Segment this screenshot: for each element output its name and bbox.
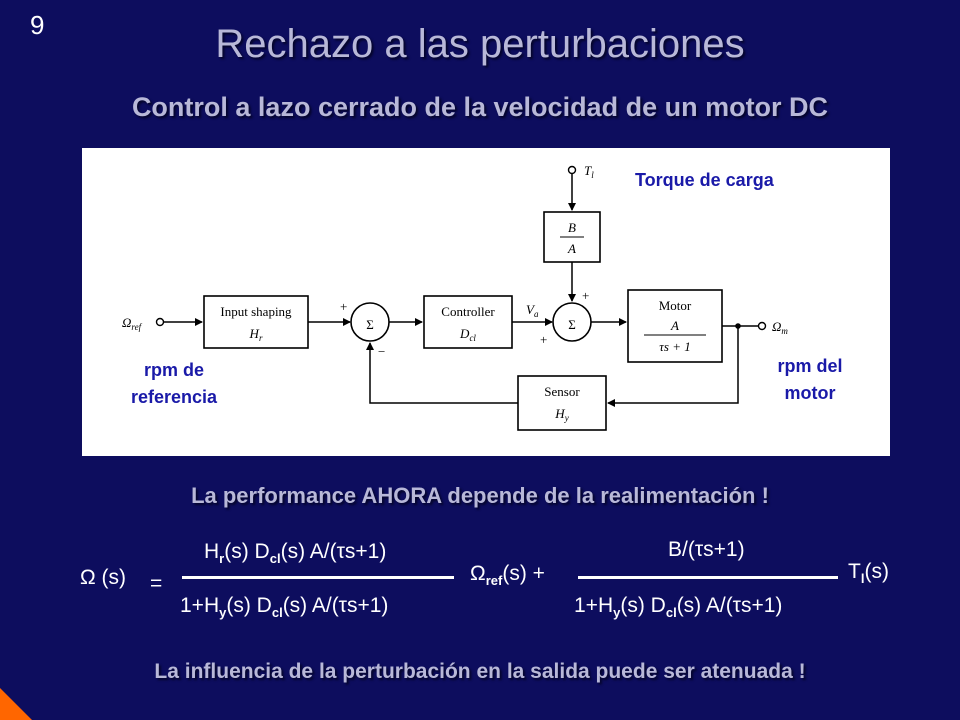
load-gain-den: A <box>567 241 576 256</box>
corner-accent-triangle <box>0 688 32 720</box>
term2-denominator: 1+Hy(s) Dcl(s) A/(τs+1) <box>574 594 783 621</box>
slide-number: 9 <box>30 10 45 40</box>
feedback-to-sensor-line <box>607 326 739 407</box>
motor-annotation-line1: rpm del <box>777 356 842 376</box>
slide-subtitle: Control a lazo cerrado de la velocidad d… <box>131 92 829 122</box>
input-signal-label: Ωref <box>122 315 143 332</box>
term2-fraction-bar <box>578 576 838 579</box>
load-terminal <box>567 165 577 175</box>
sensor-tf: Hy <box>554 406 568 423</box>
ref-annotation-line2: referencia <box>131 387 218 407</box>
va-label: Va <box>526 302 539 319</box>
controller-tf: Dcl <box>459 326 476 343</box>
load-signal-label: Tl <box>584 163 594 180</box>
equation-equals: = <box>150 572 163 595</box>
sensor-to-sum1-line <box>366 342 518 404</box>
torque-annotation: Torque de carga <box>635 170 775 190</box>
motor-den: τs + 1 <box>659 339 690 354</box>
block-diagram-panel: Ωref Input shaping Hr Σ + − Controller D… <box>82 148 890 456</box>
sum2-symbol: Σ <box>568 317 576 332</box>
footer-note: La influencia de la perturbación en la s… <box>154 660 806 683</box>
motor-annotation-line2: motor <box>785 383 836 403</box>
block-diagram: Ωref Input shaping Hr Σ + − Controller D… <box>122 163 843 431</box>
input-shaping-tf: Hr <box>249 326 263 343</box>
motor-title: Motor <box>659 298 692 313</box>
sum1-symbol: Σ <box>366 317 374 332</box>
equation-lhs: Ω (s) <box>80 566 127 589</box>
ref-annotation-line1: rpm de <box>144 360 204 380</box>
load-gain-num: B <box>568 220 576 235</box>
sensor-title: Sensor <box>544 384 580 399</box>
motor-num: A <box>670 318 679 333</box>
input-shaping-title: Input shaping <box>220 304 292 319</box>
term1-multiplier: Ωref(s) + <box>470 562 545 589</box>
term1-numerator: Hr(s) Dcl(s) A/(τs+1) <box>204 540 387 567</box>
sum2-plus-left: + <box>540 332 547 347</box>
term2-multiplier: Tl(s) <box>848 560 889 587</box>
input-terminal <box>155 317 165 327</box>
term1-fraction-bar <box>182 576 454 579</box>
controller-block <box>423 295 513 349</box>
sum1-minus: − <box>378 344 385 359</box>
output-terminal <box>757 321 767 331</box>
sum1-plus: + <box>340 299 347 314</box>
sum2-plus-top: + <box>582 288 589 303</box>
controller-title: Controller <box>441 304 495 319</box>
output-signal-label: Ωm <box>772 319 788 336</box>
sensor-block <box>517 375 607 431</box>
term1-denominator: 1+Hy(s) Dcl(s) A/(τs+1) <box>180 594 389 621</box>
slide-title: Rechazo a las perturbaciones <box>215 22 745 66</box>
term2-numerator: B/(τs+1) <box>668 538 745 561</box>
performance-note: La performance AHORA depende de la reali… <box>191 483 769 508</box>
